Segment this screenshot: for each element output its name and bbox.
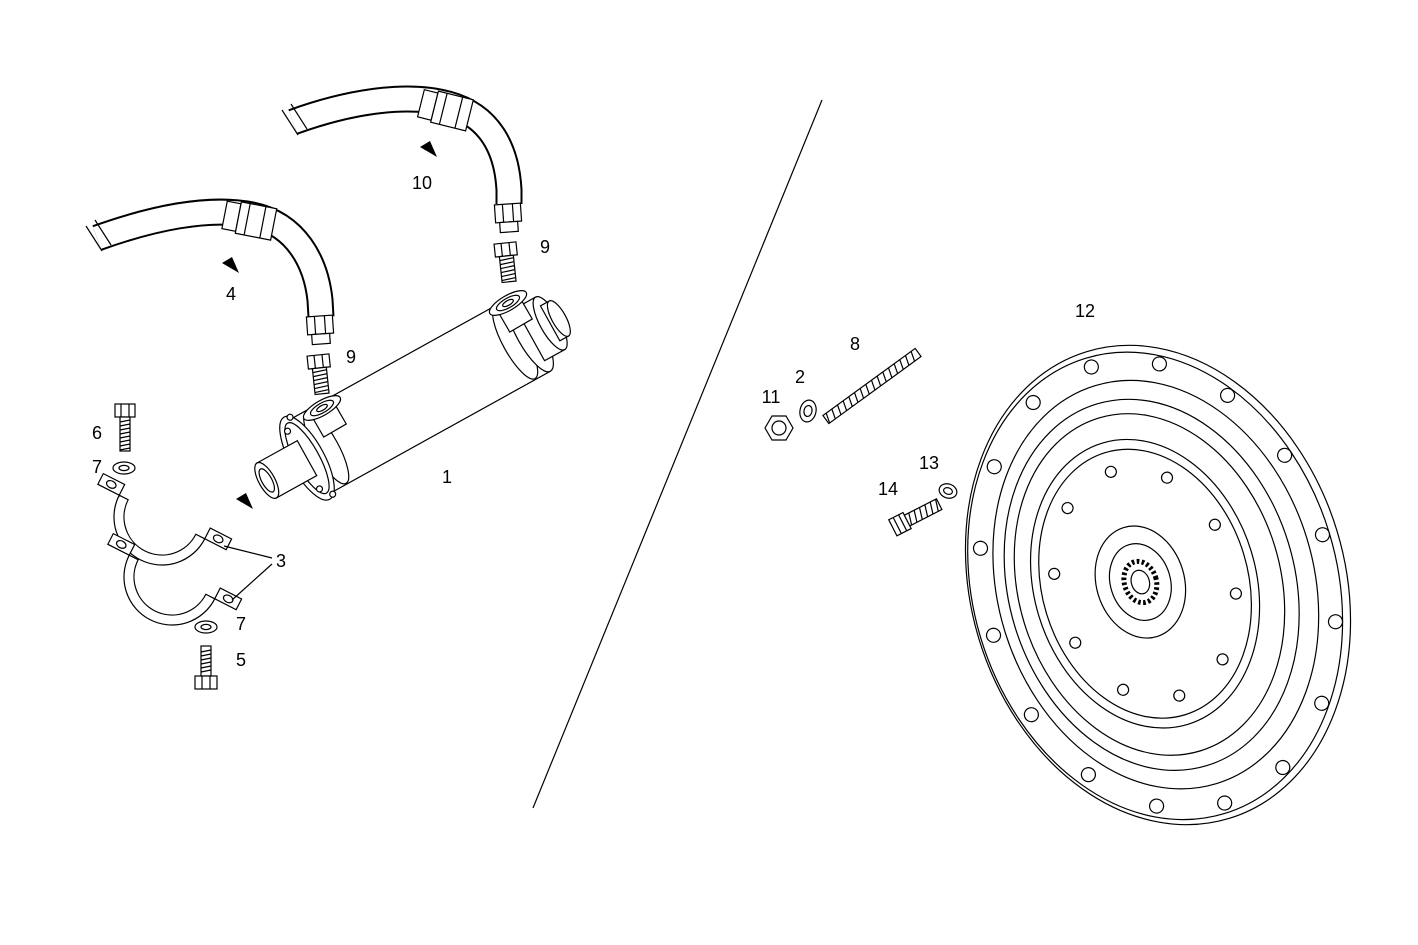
label-part-11: 11 (762, 387, 781, 407)
label-part-5: 5 (236, 650, 246, 670)
label-part-2: 2 (795, 367, 805, 387)
label-part-7-upper: 7 (92, 457, 102, 477)
flywheel-12 (964, 344, 1352, 826)
stud-8 (822, 347, 922, 425)
spline-bore (1121, 558, 1160, 606)
washer-13 (938, 483, 958, 499)
label-part-6: 6 (92, 423, 102, 443)
oil-cooler-1 (254, 296, 571, 501)
label-part-10: 10 (412, 173, 432, 193)
fitting-9-lower (306, 353, 331, 396)
label-part-13: 13 (919, 453, 939, 473)
hose-4-coupling (221, 200, 278, 241)
flow-arrow-cooler (236, 493, 253, 509)
clamp-3-lower (107, 532, 243, 626)
hose-4 (85, 198, 335, 346)
divider-line (532, 99, 823, 809)
label-part-4: 4 (226, 284, 236, 304)
flow-arrow-hose-4 (222, 257, 239, 273)
label-part-7-lower: 7 (236, 614, 246, 634)
cooler-port-lower (302, 395, 348, 438)
cooler-port-upper (488, 290, 534, 333)
leader-line-3a (223, 545, 273, 559)
bolt-6 (114, 403, 136, 452)
hose-10 (281, 85, 523, 234)
label-part-14: 14 (878, 479, 898, 499)
hose-10-coupling (416, 88, 475, 132)
hose-4-end-nut (305, 314, 335, 346)
bolt-14 (887, 498, 943, 537)
nut-11 (764, 415, 794, 441)
label-part-9-upper: 9 (540, 237, 550, 257)
washer-7-lower (194, 620, 218, 634)
fitting-9-upper (493, 241, 518, 284)
hose-10-end-nut (493, 202, 523, 234)
washer-7-upper (112, 461, 136, 475)
washer-2 (799, 399, 817, 423)
label-part-9-lower: 9 (346, 347, 356, 367)
leader-line-3b (231, 563, 273, 601)
label-part-3: 3 (276, 551, 286, 571)
bolt-5 (194, 645, 218, 690)
label-part-12: 12 (1075, 301, 1095, 321)
part-labels: 1 2 3 4 5 6 7 7 8 9 9 10 11 12 13 14 (92, 173, 1095, 670)
label-part-1: 1 (442, 467, 452, 487)
flow-arrow-hose-10 (420, 141, 437, 157)
label-part-8: 8 (850, 334, 860, 354)
clamp-3-upper (97, 472, 233, 566)
